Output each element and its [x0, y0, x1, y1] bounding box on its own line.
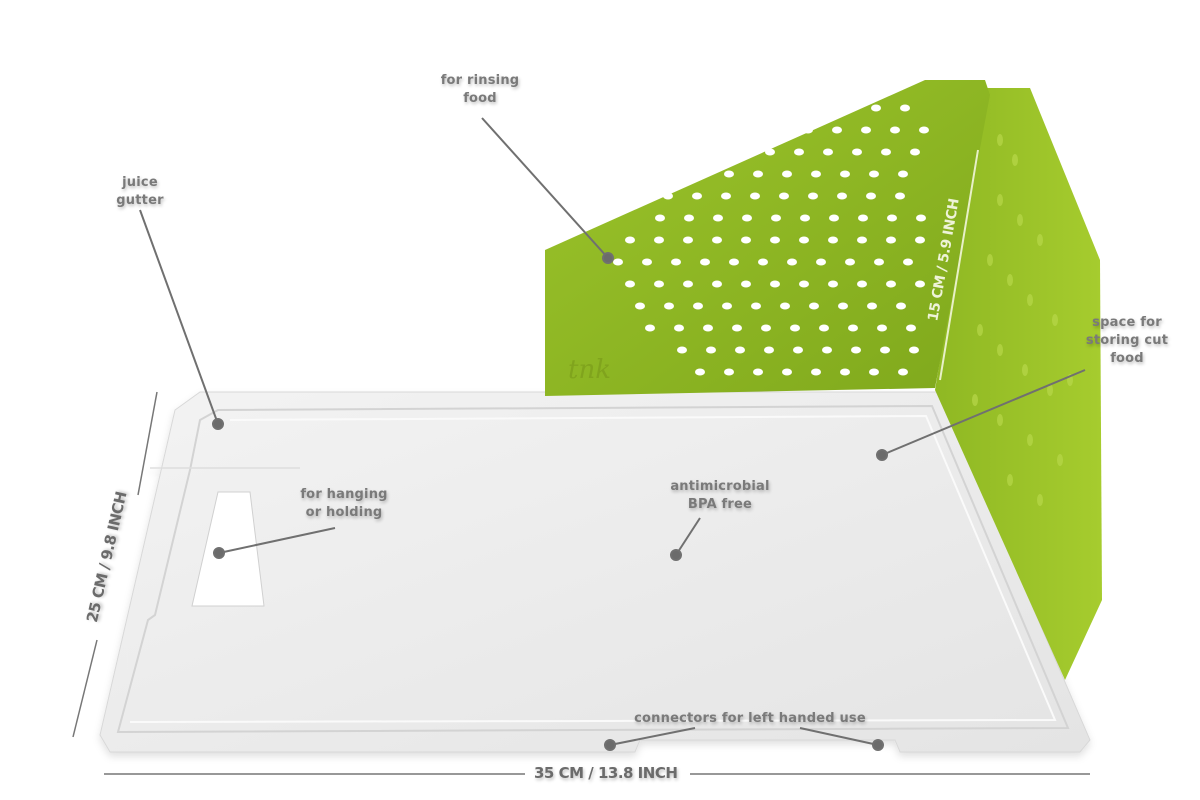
callout-rinsing: for rinsing food — [440, 73, 520, 106]
storage-side-panel — [935, 88, 1102, 680]
brand-logo: tnk — [568, 355, 611, 385]
callout-juice-gutter: juice gutter — [116, 175, 164, 208]
callout-hanging: for hanging or holding — [300, 487, 388, 520]
dimension-width: 35 CM / 13.8 INCH — [534, 764, 678, 782]
leader-lines — [139, 117, 1086, 751]
callout-storing: space for storing cut food — [1085, 315, 1169, 366]
cutting-board — [99, 391, 1091, 753]
handle-hole — [191, 491, 265, 607]
callout-antimicrobial: antimicrobial BPA free — [670, 479, 770, 512]
callout-connectors: connectors for left handed use — [634, 711, 866, 726]
rinsing-colander-panel: tnk — [545, 80, 990, 396]
dimension-lines — [72, 391, 1090, 775]
